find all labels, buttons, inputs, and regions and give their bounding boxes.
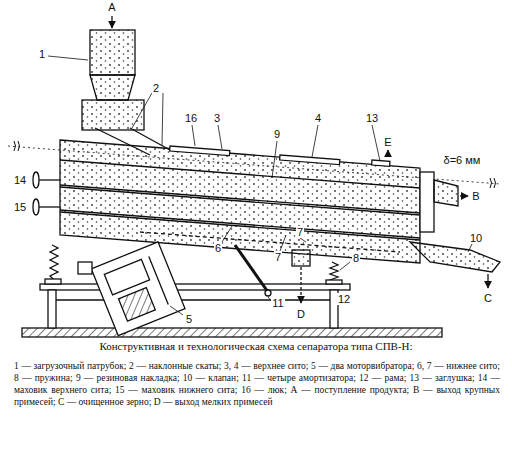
drawing-part <box>272 141 277 178</box>
drawing-part <box>33 199 39 215</box>
callout-number: 6 <box>214 242 222 254</box>
drawing-part <box>22 328 442 337</box>
drawing-part <box>60 185 420 213</box>
callout-number: 3 <box>213 112 221 124</box>
callout-number: D <box>296 308 306 320</box>
drawing-part <box>312 125 318 157</box>
drawing-part <box>40 284 350 290</box>
drawing-part <box>50 245 58 280</box>
figure-title: Конструктивная и технологическая схема с… <box>10 340 502 353</box>
drawing-part <box>326 280 342 284</box>
drawing-part <box>111 16 112 28</box>
callout-number: 14 <box>13 174 27 186</box>
drawing-part <box>170 306 183 315</box>
drawing-part <box>82 100 144 130</box>
drawing-part <box>132 93 152 128</box>
drawing-part <box>60 140 420 263</box>
drawing-part <box>434 180 458 206</box>
drawing-part <box>265 290 271 296</box>
callout-number: 4 <box>314 112 322 124</box>
drawing-part <box>8 16 500 337</box>
callout-number: 15 <box>13 201 27 213</box>
callout-number: 1 <box>38 48 46 60</box>
drawing-part <box>468 244 472 252</box>
drawing-part <box>78 262 92 274</box>
drawing-part <box>372 125 380 161</box>
drawing-part <box>39 179 60 180</box>
drawing-part <box>60 210 420 238</box>
callout-number: B <box>471 190 480 202</box>
callout-number: 7 <box>296 226 304 238</box>
drawing-part <box>420 172 434 232</box>
callout-number: E <box>383 136 392 148</box>
callout-number: C <box>483 292 493 304</box>
callout-number: 10 <box>469 232 483 244</box>
drawing-part <box>192 125 195 146</box>
callout-number: 2 <box>152 82 160 94</box>
drawing-part <box>162 93 163 146</box>
drawing-part <box>60 160 420 188</box>
callout-number: 8 <box>352 252 360 264</box>
drawing-part <box>300 238 306 242</box>
drawing-part <box>280 235 286 251</box>
drawing-part <box>170 146 230 156</box>
drawing-part <box>130 128 170 150</box>
drawing-part <box>149 256 168 304</box>
drawing-part <box>280 155 340 165</box>
callout-number: 5 <box>185 313 193 325</box>
callout-number: A <box>107 1 116 13</box>
dimension-label: δ=6 мм <box>443 154 482 166</box>
drawing-part <box>91 242 185 336</box>
drawing-part <box>340 262 350 270</box>
drawing-part <box>292 250 310 266</box>
drawing-part <box>235 245 268 292</box>
drawing-part <box>487 274 488 288</box>
drawing-part <box>39 206 60 207</box>
drawing-part <box>387 150 388 156</box>
drawing-part <box>91 242 185 336</box>
drawing-part <box>410 242 500 272</box>
figure-caption: 1 — загрузочный патрубок; 2 — наклонные … <box>14 360 500 408</box>
drawing-part <box>56 299 330 300</box>
drawing-part <box>45 279 61 284</box>
callout-number: 13 <box>365 112 379 124</box>
callout-number: 12 <box>337 293 351 305</box>
drawing-part <box>90 75 135 100</box>
drawing-part <box>48 56 88 60</box>
drawing-part <box>60 212 420 240</box>
drawing-part <box>222 226 232 242</box>
drawing-part <box>95 128 150 155</box>
drawing-part <box>90 30 135 75</box>
drawing-part <box>460 195 468 196</box>
drawing-part <box>300 267 301 303</box>
drawing-part <box>218 125 222 149</box>
drawing-part <box>140 232 400 252</box>
callout-number: 11 <box>271 297 284 309</box>
drawing-part <box>118 288 155 321</box>
drawing-part <box>372 160 390 166</box>
drawing-part <box>60 187 420 215</box>
callout-number: 7 <box>274 251 282 263</box>
callout-number: 16 <box>184 112 198 124</box>
drawing-part <box>48 290 56 328</box>
callout-number: 9 <box>273 128 281 140</box>
drawing-part <box>33 172 39 188</box>
